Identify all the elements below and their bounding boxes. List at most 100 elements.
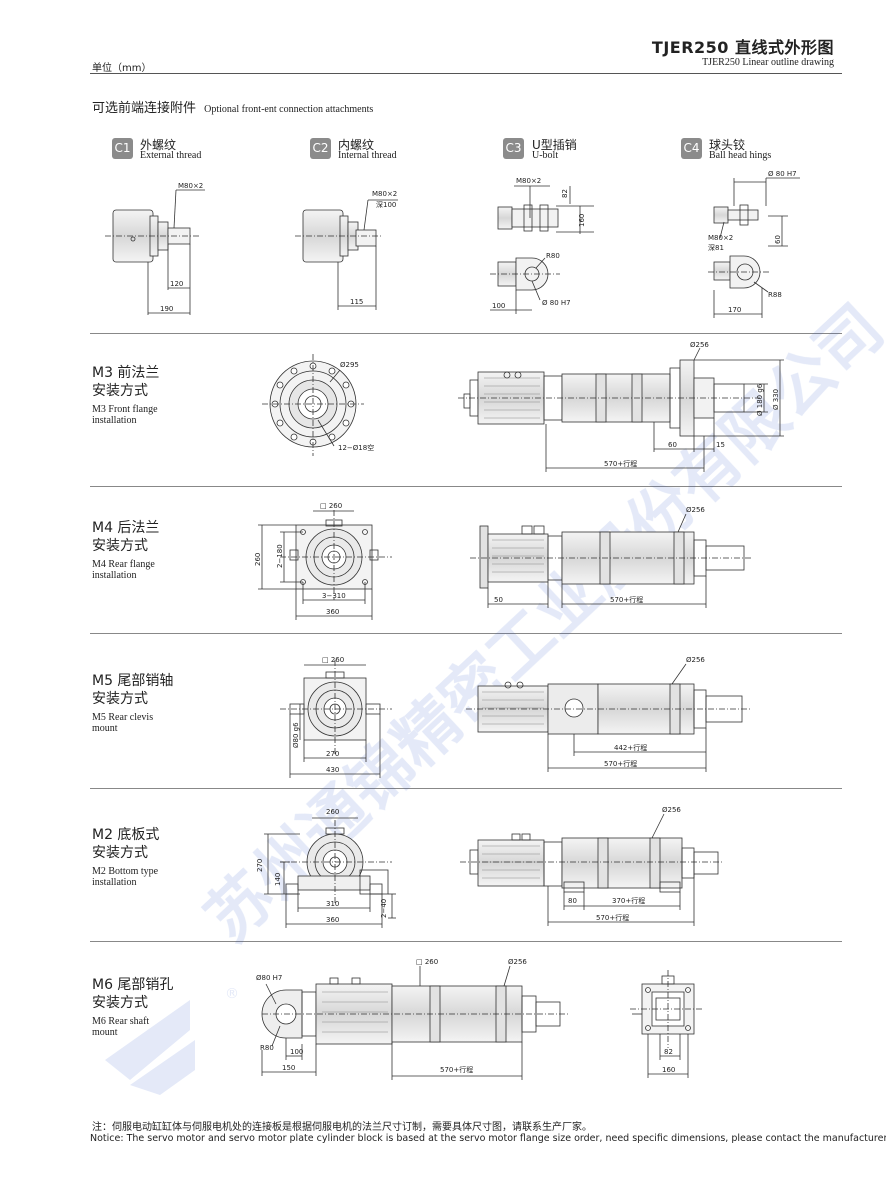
dim-m6-r: R80 <box>260 1044 274 1052</box>
dim-m3-a: 60 <box>668 441 677 449</box>
watermark-reg-mark: ® <box>225 986 239 1002</box>
dim-m6-stroke: 570+行程 <box>440 1065 473 1074</box>
attachment-c4-cn: 球头铰 <box>709 138 746 152</box>
dim-m4-sq: □ 260 <box>320 502 342 510</box>
dim-c2-thread: M80×2 <box>372 190 397 198</box>
mount-m2-cn2: 安装方式 <box>92 845 148 861</box>
dim-m2-w: 360 <box>326 916 339 924</box>
attachment-c1-cn: 外螺纹 <box>140 138 177 152</box>
drawing-c4 <box>708 177 800 318</box>
mount-m5-cn2: 安装方式 <box>92 691 148 707</box>
attachments-title: 可选前端连接附件 Optional front-ent connection a… <box>92 97 373 116</box>
dim-m5-d-pin: Ø80 g6 <box>292 722 300 748</box>
dim-m5-stroke: 570+行程 <box>604 759 637 768</box>
mount-m4-en1: M4 Rear flange <box>92 559 155 570</box>
drawing-m4-side-view <box>470 513 752 608</box>
dim-c1-thread: M80×2 <box>178 182 203 190</box>
dim-m2-h2: 140 <box>274 873 282 886</box>
dim-m5-a: 270 <box>326 750 339 758</box>
dim-c4-a: 170 <box>728 306 741 314</box>
dim-m6-d-body: Ø256 <box>508 958 527 966</box>
mount-m3-cn1: M3 前法兰 <box>92 365 160 381</box>
dim-c3-d: Ø 80 H7 <box>542 299 571 307</box>
dim-m4-stroke: 570+行程 <box>610 595 643 604</box>
dim-m4-h: 260 <box>254 553 262 566</box>
dim-c3-thread: M80×2 <box>516 177 541 185</box>
dim-m6-b: 150 <box>282 1064 295 1072</box>
mount-m6-en1: M6 Rear shaft <box>92 1016 150 1027</box>
mount-label-m2: M2 底板式 安装方式 M2 Bottom type installation <box>92 826 159 888</box>
attachment-c1-en: External thread <box>140 150 202 161</box>
dim-m5-d-body: Ø256 <box>686 656 705 664</box>
dim-m2-stroke: 570+行程 <box>596 913 629 922</box>
attachment-badge-c3: C3 <box>503 138 524 159</box>
header-rule <box>90 73 842 74</box>
dim-m2-a: 310 <box>326 900 339 908</box>
document-subtitle: TJER250 Linear outline drawing <box>702 57 834 68</box>
dim-c4-thread: M80×2 <box>708 234 733 242</box>
drawing-c2 <box>295 199 398 310</box>
dim-m4-holes-v: 2−180 <box>276 544 284 568</box>
attachment-c2-cn: 内螺纹 <box>338 138 375 152</box>
dim-m3-holes: 12−Ø18空 <box>338 443 374 452</box>
dim-m6-w: 160 <box>662 1066 675 1074</box>
drawing-m3-front-view <box>262 354 364 456</box>
dim-m4-a: 50 <box>494 596 503 604</box>
dim-c3-a: 100 <box>492 302 505 310</box>
mount-m6-en2: mount <box>92 1027 118 1038</box>
drawing-m5-front-view <box>280 660 392 778</box>
attachment-badge-c2: C2 <box>310 138 331 159</box>
dim-c1-b: 190 <box>160 305 173 313</box>
dim-m6-d-hole: Ø80 H7 <box>256 974 282 982</box>
mount-m5-en2: mount <box>92 723 118 734</box>
unit-label: 单位（mm） <box>92 63 152 74</box>
dim-m4-holes-h: 3−310 <box>322 592 346 600</box>
dim-m2-slots: 2−40 <box>380 899 388 918</box>
mount-m6-cn2: 安装方式 <box>92 995 148 1011</box>
dim-c4-d: Ø 80 H7 <box>768 170 797 178</box>
dim-c2-depth: 深100 <box>376 200 396 209</box>
drawing-c1 <box>105 189 205 315</box>
drawing-m5-side-view <box>466 663 752 772</box>
mount-m5-en1: M5 Rear clevis <box>92 712 154 723</box>
attachment-c4-en: Ball head hings <box>709 150 772 161</box>
section-divider <box>90 941 842 942</box>
mount-m2-cn1: M2 底板式 <box>92 827 160 843</box>
attachment-badge-c1: C1 <box>112 138 133 159</box>
dim-c1-a: 120 <box>170 280 183 288</box>
dim-c3-h1: 82 <box>561 189 569 198</box>
note-chinese: 注：伺服电动缸缸体与伺服电机处的连接板是根据伺服电机的法兰尺寸订制，需要具体尺寸… <box>92 1122 592 1133</box>
dim-m3-d-body: Ø256 <box>690 341 709 349</box>
dim-m2-d-body: Ø256 <box>662 806 681 814</box>
drawing-m6-end-view <box>630 970 704 1078</box>
section-divider <box>90 788 842 789</box>
attachment-badge-c4: C4 <box>681 138 702 159</box>
dim-m2-h1: 270 <box>256 859 264 872</box>
mount-label-m3: M3 前法兰 安装方式 M3 Front flange installation <box>92 364 159 426</box>
mount-m3-en1: M3 Front flange <box>92 404 158 415</box>
mount-m3-cn2: 安装方式 <box>92 383 148 399</box>
dim-m2-s1: 370+行程 <box>612 896 645 905</box>
dim-m3-d-spigot: Ø 180 g6 <box>756 383 764 416</box>
drawing-c3 <box>490 185 594 314</box>
mount-m5-cn1: M5 尾部销轴 <box>92 673 174 689</box>
dim-m3-d-flange: Ø 330 <box>772 389 780 410</box>
dim-m4-d-body: Ø256 <box>686 506 705 514</box>
dim-m6-h: 82 <box>664 1048 673 1056</box>
dim-m3-b: 15 <box>716 441 725 449</box>
drawing-m2-side-view <box>460 813 724 926</box>
drawing-m4-front-view <box>258 510 392 620</box>
dim-c2-a: 115 <box>350 298 363 306</box>
dim-m2-top: 260 <box>326 808 339 816</box>
dim-c3-r: R80 <box>546 252 560 260</box>
mount-m3-en2: installation <box>92 415 137 426</box>
dim-m6-sq: □ 260 <box>416 958 438 966</box>
dim-m5-w: 430 <box>326 766 339 774</box>
mount-m6-cn1: M6 尾部销孔 <box>92 977 174 993</box>
mount-m4-cn1: M4 后法兰 <box>92 520 160 536</box>
dim-m3-stroke: 570+行程 <box>604 459 637 468</box>
dimension-labels: M80×2 120 190 M80×2 深100 115 M80×2 82 16… <box>160 170 797 1074</box>
drawing-m2-front-view <box>264 817 396 928</box>
dim-c4-depth: 深81 <box>708 243 724 252</box>
